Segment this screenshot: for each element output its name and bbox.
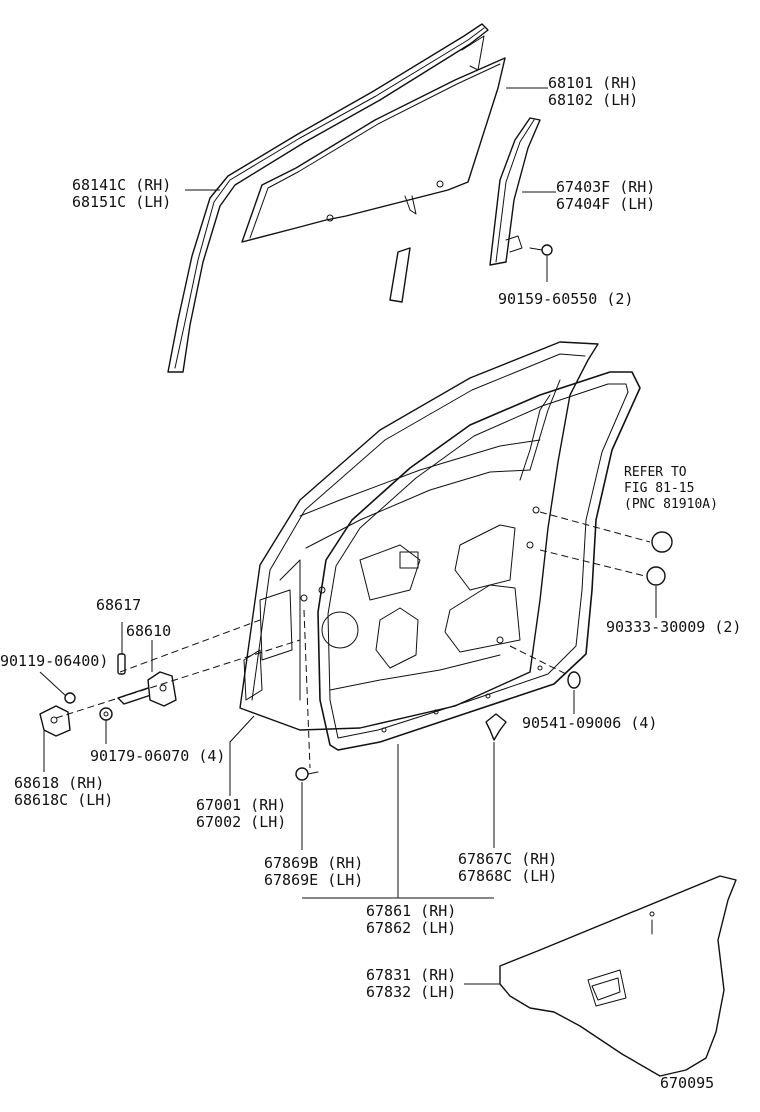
label-68618c: 68618C (LH)	[14, 791, 113, 809]
division-bar	[489, 117, 541, 266]
clip-67867c	[485, 713, 507, 848]
glass-run-channel	[167, 23, 489, 373]
door-panel	[239, 341, 599, 731]
label-refer-3: (PNC 81910A)	[624, 497, 718, 512]
label-67869b: 67869B (RH)	[264, 854, 363, 872]
figure-number: 670095	[660, 1074, 714, 1092]
label-refer-2: FIG 81-15	[624, 481, 694, 496]
label-68151c: 68151C (LH)	[72, 193, 171, 211]
door-trim-board	[499, 875, 737, 1077]
label-68102: 68102 (LH)	[548, 91, 638, 109]
label-67867c: 67867C (RH)	[458, 850, 557, 868]
clip-67869b	[295, 609, 319, 850]
leader-door	[229, 715, 255, 796]
check-hinge-dashline	[55, 639, 301, 719]
label-68141c: 68141C (RH)	[72, 176, 171, 194]
label-refer-1: REFER TO	[624, 465, 687, 480]
plug-90333	[539, 511, 673, 618]
label-90179: 90179-06070 (4)	[90, 747, 225, 765]
door-glass	[241, 57, 506, 243]
label-67404f: 67404F (LH)	[556, 195, 655, 213]
leader-weather	[302, 744, 494, 899]
label-67869e: 67869E (LH)	[264, 871, 363, 889]
door-check-pin-68617	[117, 622, 126, 675]
label-68617: 68617	[96, 596, 141, 614]
door-check	[117, 640, 177, 707]
bolt-90119	[39, 671, 76, 704]
label-67832: 67832 (LH)	[366, 983, 456, 1001]
door-hinge-68618	[39, 705, 71, 772]
label-90333: 90333-30009 (2)	[606, 618, 741, 636]
label-67403f: 67403F (RH)	[556, 178, 655, 196]
label-67862: 67862 (LH)	[366, 919, 456, 937]
nut-90179	[99, 707, 113, 744]
label-68618: 68618 (RH)	[14, 774, 104, 792]
label-67831: 67831 (RH)	[366, 966, 456, 984]
label-90541: 90541-09006 (4)	[522, 714, 657, 732]
label-68610: 68610	[126, 622, 171, 640]
clip-90541	[509, 645, 581, 714]
label-67001: 67001 (RH)	[196, 796, 286, 814]
label-67002: 67002 (LH)	[196, 813, 286, 831]
door-weatherstrip	[317, 371, 641, 751]
bolt-90159	[529, 244, 553, 282]
check-pin-dashline	[119, 619, 261, 673]
label-68101: 68101 (RH)	[548, 74, 638, 92]
lower-glass-channel	[389, 247, 411, 303]
label-67868c: 67868C (LH)	[458, 867, 557, 885]
label-67861: 67861 (RH)	[366, 902, 456, 920]
label-90119: 90119-06400)	[0, 652, 108, 670]
door-hinge-area	[243, 589, 293, 701]
label-90159: 90159-60550 (2)	[498, 290, 633, 308]
